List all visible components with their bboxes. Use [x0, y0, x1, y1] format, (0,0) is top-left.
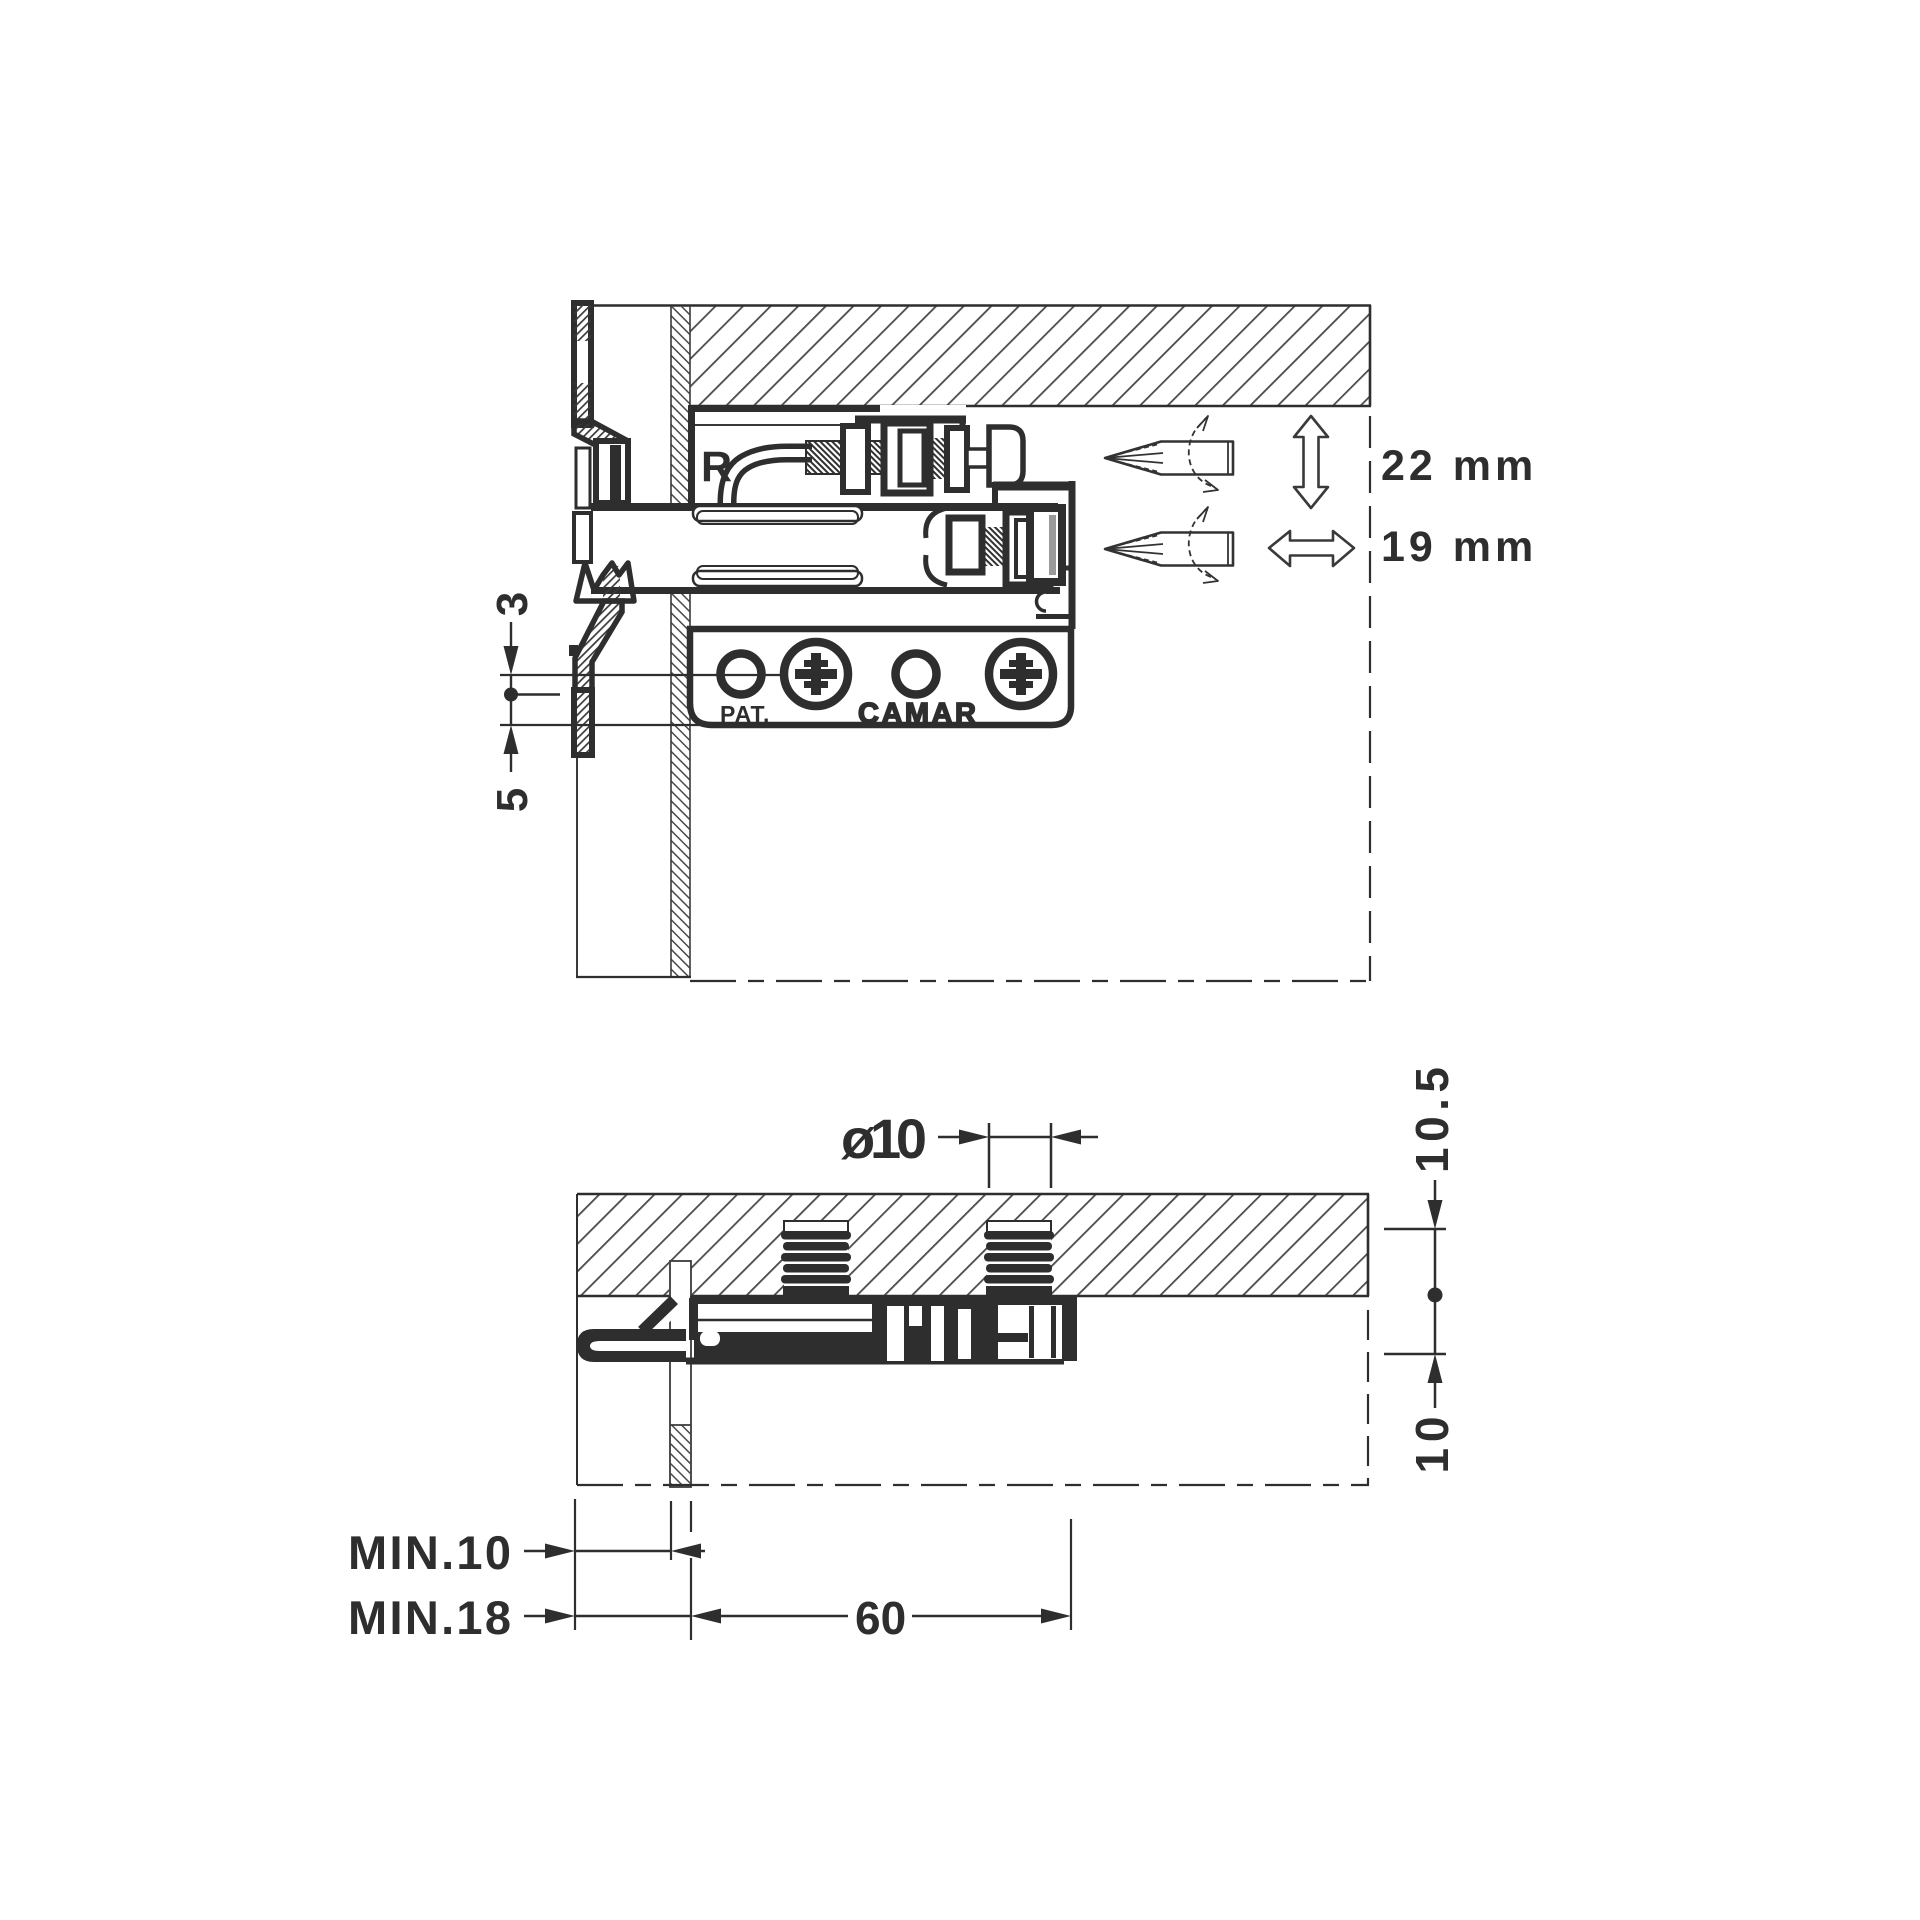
svg-text:ø10: ø10 — [841, 1107, 927, 1170]
svg-text:22 mm: 22 mm — [1381, 442, 1537, 490]
svg-text:5: 5 — [488, 788, 537, 812]
svg-text:19 mm: 19 mm — [1381, 523, 1537, 571]
svg-text:10.5: 10.5 — [1406, 1067, 1458, 1173]
svg-text:3: 3 — [488, 592, 537, 616]
svg-text:R: R — [701, 443, 732, 491]
svg-text:MIN.18: MIN.18 — [348, 1591, 511, 1644]
svg-text:PAT.: PAT. — [720, 701, 770, 727]
svg-text:CAMAR: CAMAR — [858, 698, 978, 730]
svg-text:60: 60 — [855, 1592, 906, 1644]
svg-text:MIN.10: MIN.10 — [348, 1526, 511, 1579]
